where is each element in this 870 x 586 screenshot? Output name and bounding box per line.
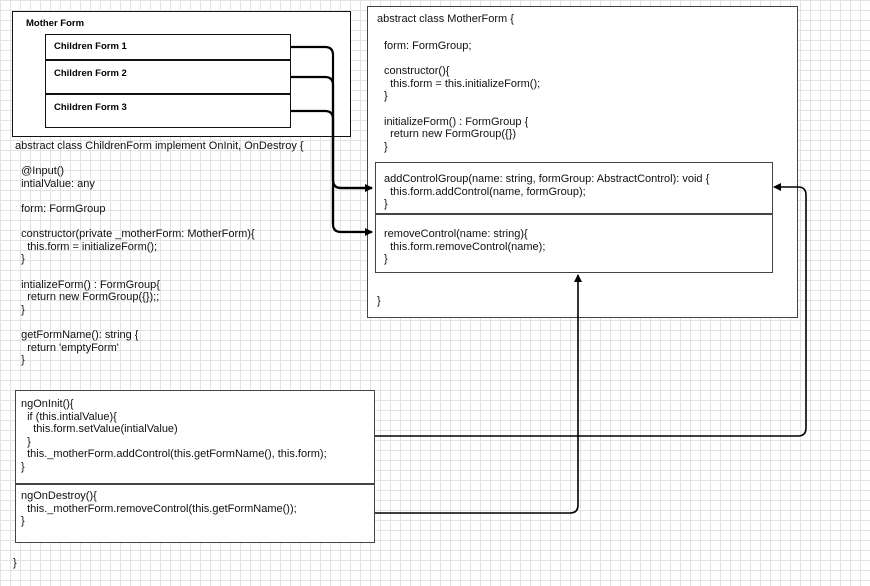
children-class-closing: } bbox=[13, 557, 17, 569]
ng-on-destroy-method: ngOnDestroy(){ this._motherForm.removeCo… bbox=[15, 484, 375, 543]
ng-on-destroy-connector bbox=[375, 274, 582, 514]
mother-class-closing: } bbox=[377, 295, 381, 307]
mother-class-header: abstract class MotherForm { bbox=[377, 13, 514, 25]
children-form-3-box: Children Form 3 bbox=[45, 94, 291, 128]
child1-connector bbox=[291, 45, 373, 192]
ng-on-destroy-code: ngOnDestroy(){ this._motherForm.removeCo… bbox=[21, 490, 297, 528]
children-form-2-label: Children Form 2 bbox=[54, 68, 127, 79]
ng-on-init-connector bbox=[375, 183, 807, 437]
add-control-group-code: addControlGroup(name: string, formGroup:… bbox=[384, 173, 710, 211]
children-class-body: abstract class ChildrenForm implement On… bbox=[15, 140, 304, 367]
children-form-1-box: Children Form 1 bbox=[45, 34, 291, 60]
mother-form-title: Mother Form bbox=[26, 18, 85, 29]
ng-on-init-method: ngOnInit(){ if (this.intialValue){ this.… bbox=[15, 390, 375, 484]
mother-class-body: form: FormGroup; constructor(){ this.for… bbox=[384, 40, 541, 153]
ng-on-init-code: ngOnInit(){ if (this.intialValue){ this.… bbox=[21, 398, 327, 473]
children-form-3-label: Children Form 3 bbox=[54, 102, 127, 113]
add-control-group-method: addControlGroup(name: string, formGroup:… bbox=[375, 162, 773, 214]
child2-connector bbox=[291, 75, 372, 190]
remove-control-method: removeControl(name: string){ this.form.r… bbox=[375, 214, 773, 273]
children-form-1-label: Children Form 1 bbox=[54, 41, 127, 52]
children-form-2-box: Children Form 2 bbox=[45, 60, 291, 94]
child3-connector bbox=[291, 109, 373, 236]
remove-control-code: removeControl(name: string){ this.form.r… bbox=[384, 228, 546, 266]
